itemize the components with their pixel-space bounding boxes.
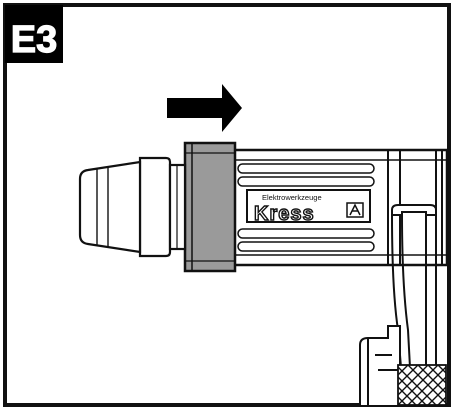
- brand-name: Kress: [254, 203, 315, 225]
- chuck-nose: [78, 160, 142, 254]
- locking-sleeve: [183, 141, 237, 273]
- arrow-right-icon: [167, 84, 242, 132]
- brand-plate: Elektrowerkzeuge Kress: [246, 189, 371, 226]
- grip-texture: [397, 364, 447, 406]
- lower-body: [359, 325, 401, 405]
- handle-hook: [391, 204, 437, 216]
- step-badge: [5, 5, 63, 63]
- cooling-ribs-bottom: [237, 228, 375, 252]
- kress-logo-icon: [346, 202, 364, 218]
- brand-tagline: Elektrowerkzeuge: [262, 193, 322, 202]
- step-label: E3: [11, 19, 57, 61]
- chuck-body: [138, 156, 187, 258]
- cooling-ribs-top: [237, 163, 375, 187]
